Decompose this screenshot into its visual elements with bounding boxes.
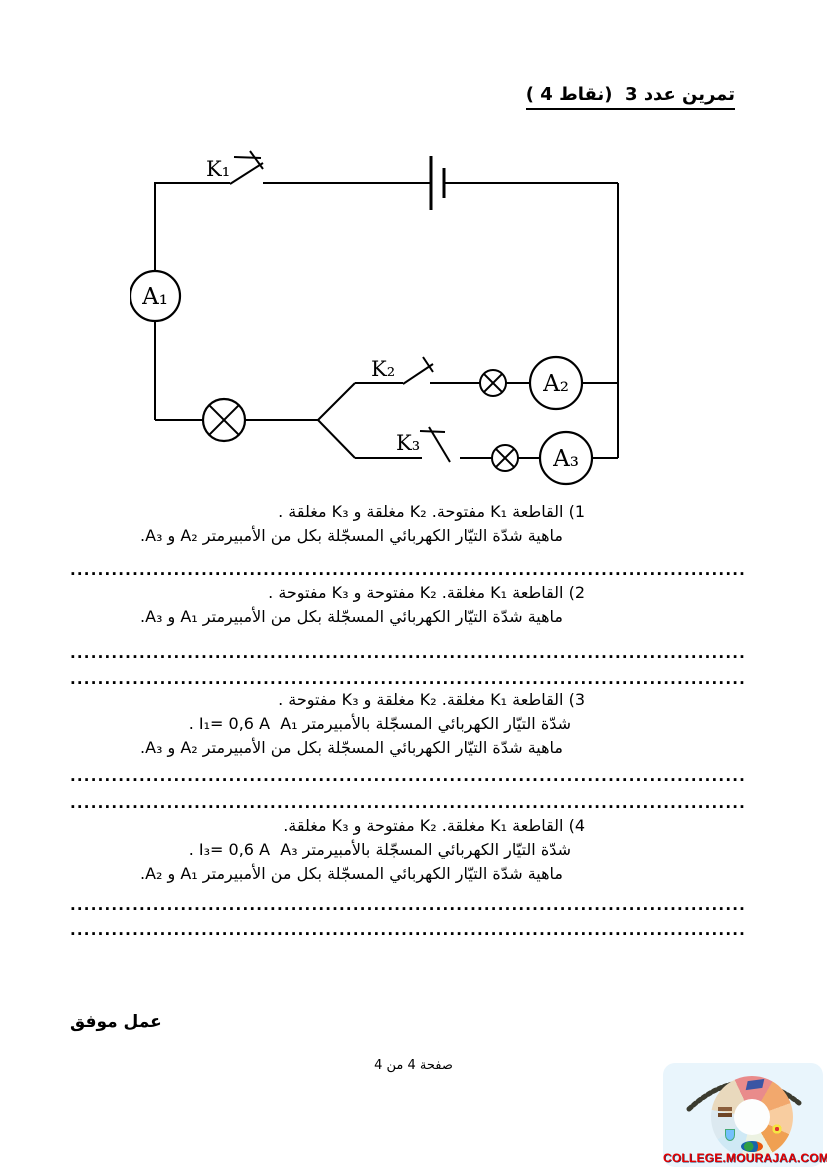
lamp-branch3-icon [491, 444, 519, 472]
question-2-line-2: ماهية شدّة التيّار الكهربائي المسجّلة بك… [140, 607, 563, 626]
site-logo: COLLEGE.MOURAJAA.COM [663, 1063, 827, 1167]
fireworks-icon [771, 1123, 783, 1135]
answer-dotted-line: ........................................… [70, 671, 746, 688]
wire [154, 182, 230, 271]
lamp-main-icon [201, 397, 247, 443]
answer-dotted-line: ........................................… [70, 768, 746, 785]
exercise-points: ( 4 نقاط) [525, 84, 613, 105]
logo-subjects-ring [711, 1076, 793, 1158]
ammeter-a2-label: A₂ [542, 371, 569, 397]
question-1: 1) القاطعة K₁ مفتوحة. K₂ مغلقة و K₃ مغلق… [75, 500, 585, 548]
wire [317, 382, 356, 421]
books-icon [718, 1107, 732, 1111]
question-1-line-2: ماهية شدّة التيّار الكهربائي المسجّلة بك… [140, 526, 563, 545]
answer-dotted-line: ........................................… [70, 795, 746, 812]
switch-k1-icon [229, 150, 264, 185]
answer-dotted-line: ........................................… [70, 922, 746, 939]
question-3-line-2: شدّة التيّار الكهربائي المسجّلة بالأمبير… [188, 714, 571, 733]
circuit-diagram: K₁ K₂ K₃ A₁ A₂ A₃ [130, 150, 619, 486]
answer-dotted-line: ........................................… [70, 562, 746, 579]
question-4-line-1: 4) القاطعة K₁ مغلقة. K₂ مفتوحة و K₃ مغلق… [283, 816, 585, 835]
wire [317, 419, 356, 459]
circuit-wires [130, 150, 619, 486]
question-2-line-1: 2) القاطعة K₁ مغلقة. K₂ مفتوحة و K₃ مفتو… [268, 583, 585, 602]
question-3-line-1: 3) القاطعة K₁ مغلقة. K₂ مغلقة و K₃ مفتوح… [278, 690, 585, 709]
world-map-icon [741, 1141, 763, 1152]
exercise-title-text: تمرين عدد 3 [625, 84, 735, 105]
ammeter-a1-label: A₁ [141, 284, 168, 310]
question-4-line-2: شدّة التيّار الكهربائي المسجّلة بالأمبير… [188, 840, 571, 859]
question-3-line-3: ماهية شدّة التيّار الكهربائي المسجّلة بك… [140, 738, 563, 757]
lamp-branch2-icon [479, 369, 507, 397]
battery-icon [429, 156, 446, 210]
footer-note: عمل موفق [70, 1012, 162, 1032]
switch-k3-icon [419, 426, 451, 463]
question-4-line-3: ماهية شدّة التيّار الكهربائي المسجّلة بك… [140, 864, 563, 883]
page-number: صفحة 4 من 4 [374, 1058, 453, 1073]
question-4: 4) القاطعة K₁ مغلقة. K₂ مفتوحة و K₃ مغلق… [75, 814, 585, 886]
question-3: 3) القاطعة K₁ مغلقة. K₂ مغلقة و K₃ مفتوح… [75, 688, 585, 760]
exercise-title: تمرين عدد 3 ( 4 نقاط) [525, 84, 735, 110]
switch-k2-icon [402, 356, 434, 385]
switch-k3-label: K₃ [396, 431, 420, 455]
switch-k2-label: K₂ [371, 357, 395, 381]
switch-k1-label: K₁ [206, 157, 230, 181]
logo-caption: COLLEGE.MOURAJAA.COM [663, 1151, 827, 1165]
question-2: 2) القاطعة K₁ مغلقة. K₂ مفتوحة و K₃ مفتو… [75, 581, 585, 629]
flask-icon [725, 1129, 735, 1141]
answer-dotted-line: ........................................… [70, 645, 746, 662]
ammeter-a3-label: A₃ [552, 446, 579, 472]
question-1-line-1: 1) القاطعة K₁ مفتوحة. K₂ مغلقة و K₃ مغلق… [278, 502, 585, 521]
answer-dotted-line: ........................................… [70, 897, 746, 914]
